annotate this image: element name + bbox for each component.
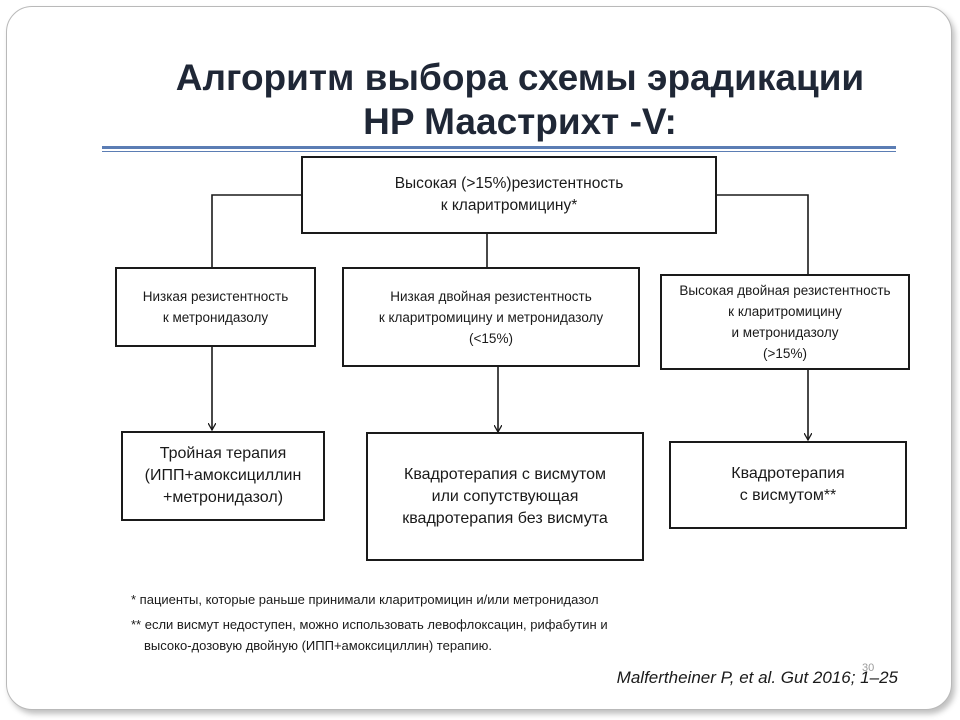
title-divider-thin	[102, 151, 896, 152]
box-text: к кларитромицину*	[440, 197, 578, 214]
high-dual-resistance-box: Высокая двойная резистентность к кларитр…	[660, 274, 910, 370]
footnote-1: * пациенты, которые раньше принимали кла…	[131, 592, 599, 607]
title-line-2: HP Маастрихт -V:	[363, 101, 677, 142]
box-text: к кларитромицину и метронидазолу	[378, 309, 604, 325]
low-metronidazole-resistance-box: Низкая резистентность к метронидазолу	[115, 267, 316, 347]
box-text: Низкая резистентность	[142, 289, 289, 304]
box-text: Квадротерапия	[731, 465, 845, 482]
box-text: к кларитромицину	[728, 304, 842, 319]
high-clarithromycin-resistance-box: Высокая (>15%)резистентность к кларитром…	[301, 156, 717, 234]
bismuth-quadruple-or-concomitant-box: Квадротерапия с висмутом или сопутствующ…	[366, 432, 644, 561]
box-text: и метронидазолу	[731, 325, 839, 340]
box-text: Высокая двойная резистентность	[679, 283, 891, 298]
box-text: Тройная терапия	[159, 445, 287, 462]
box-text: (ИПП+амоксициллин	[144, 467, 302, 484]
bismuth-quadruple-therapy-box: Квадротерапия с висмутом**	[669, 441, 907, 529]
box-text: Квадротерапия с висмутом	[404, 465, 606, 483]
footnote-2-line-1: ** если висмут недоступен, можно использ…	[131, 617, 608, 632]
connector-top-left	[211, 194, 302, 268]
box-text: Высокая (>15%)резистентность	[394, 175, 624, 192]
triple-therapy-box: Тройная терапия (ИПП+амоксициллин +метро…	[121, 431, 325, 521]
title-divider	[102, 146, 896, 149]
citation: Malfertheiner P, et al. Gut 2016; 1–25	[616, 668, 898, 687]
low-dual-resistance-box: Низкая двойная резистентность к кларитро…	[342, 267, 640, 367]
box-text: (<15%)	[469, 330, 513, 346]
title-line-1: Алгоритм выбора схемы эрадикации	[175, 57, 865, 98]
box-text: +метронидазол)	[162, 489, 284, 506]
box-text: Низкая двойная резистентность	[390, 288, 592, 304]
box-text: или сопутствующая	[431, 487, 579, 505]
box-text: к метронидазолу	[162, 310, 269, 325]
box-text: квадротерапия без висмута	[402, 509, 608, 527]
connector-top-right	[716, 194, 809, 275]
box-text: (>15%)	[763, 346, 807, 361]
footnote-2-line-2: высоко-дозовую двойную (ИПП+амоксициллин…	[144, 638, 492, 653]
box-text: с висмутом**	[739, 487, 837, 504]
slide-number: 30	[862, 662, 875, 674]
